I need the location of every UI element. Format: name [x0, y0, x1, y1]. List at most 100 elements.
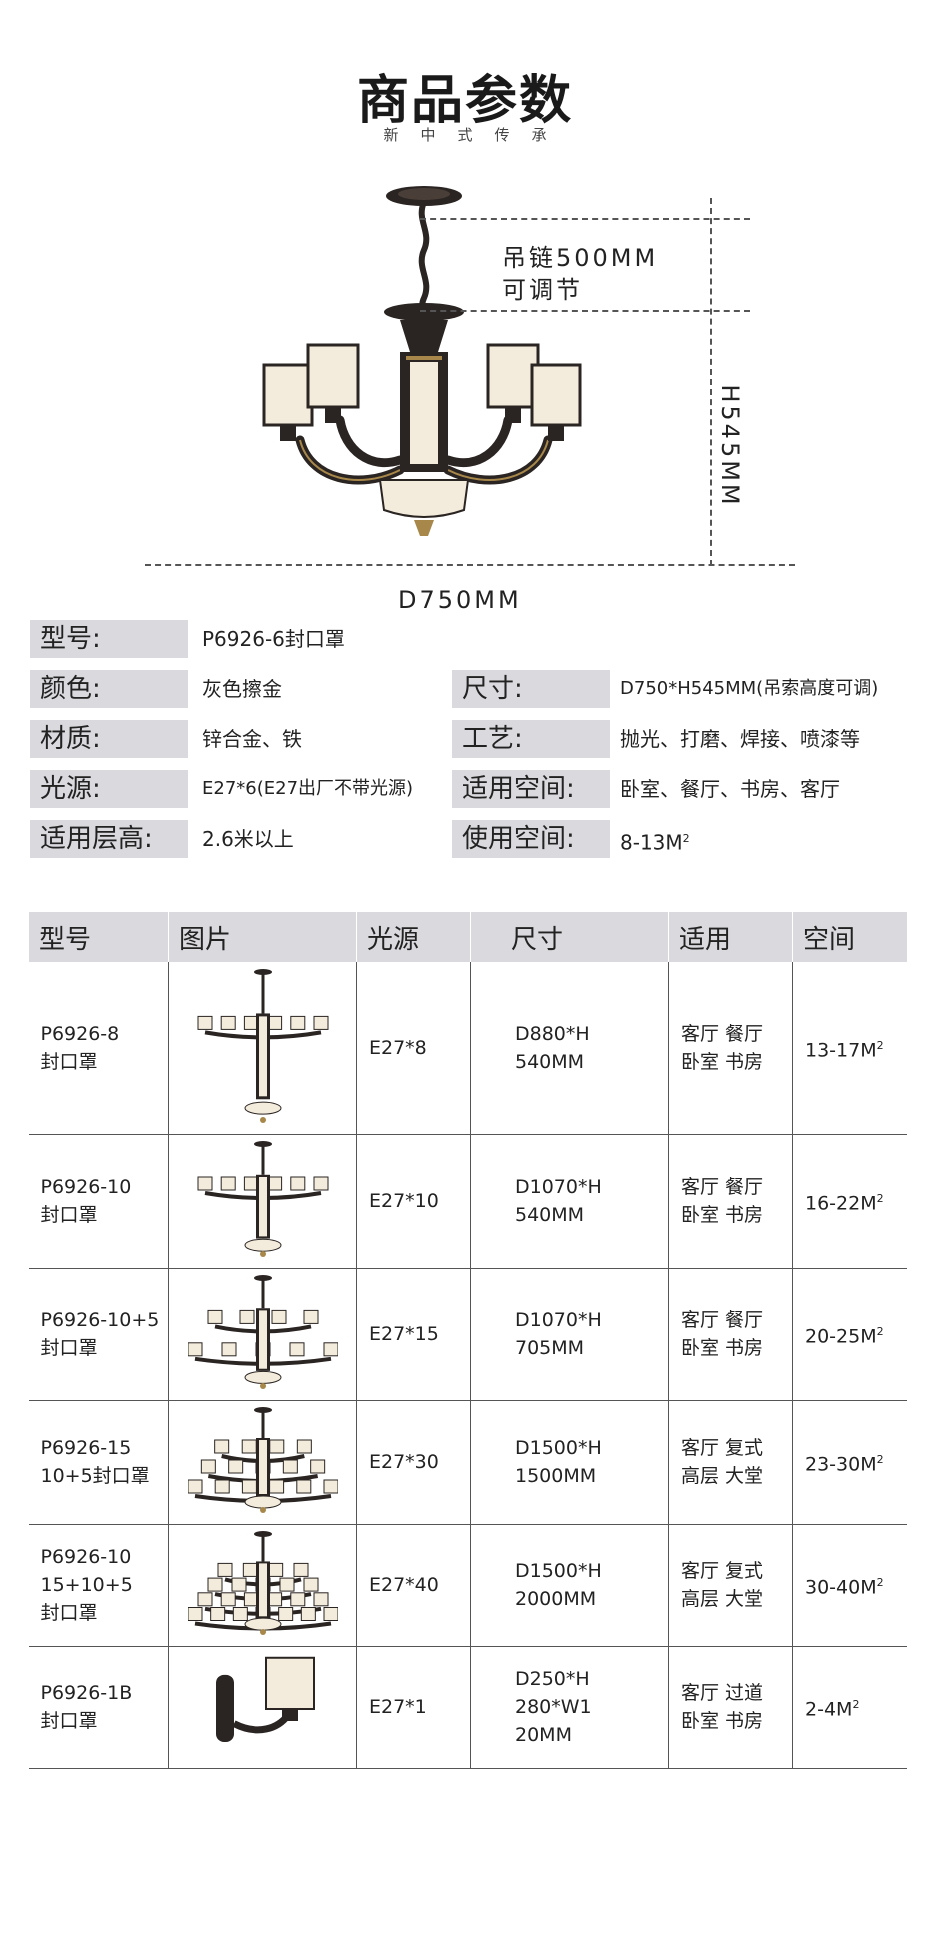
header-use: 适用 — [668, 912, 793, 962]
row-size-line: 705MM — [515, 1337, 585, 1359]
row-use: 客厅 餐厅卧室 书房 — [668, 962, 793, 1135]
row-space-sup: 2 — [876, 1324, 884, 1338]
row-light: E27*1 — [356, 1646, 471, 1769]
row-size-line: 2000MM — [515, 1588, 597, 1610]
row-use-line: 卧室 书房 — [681, 1204, 764, 1226]
row-use: 客厅 复式高层 大堂 — [668, 1524, 793, 1647]
header-model: 型号 — [28, 912, 169, 962]
row-size-line: 280*W1 — [515, 1696, 592, 1718]
header-size: 尺寸 — [470, 912, 669, 962]
spec-light-value: E27*6(E27出厂不带光源) — [202, 778, 414, 799]
row-size-line: 20MM — [515, 1724, 572, 1746]
row-size-line: D880*H — [515, 1022, 590, 1045]
row-size: D880*H 540MM — [470, 962, 669, 1135]
row-use-line: 客厅 餐厅 — [681, 1176, 764, 1198]
spec-size-value: D750*H545MM(吊索高度可调) — [620, 678, 879, 699]
spec-space-value: 卧室、餐厅、书房、客厅 — [620, 777, 840, 801]
row-use-line: 客厅 过道 — [681, 1682, 764, 1704]
spec-area-number: 8-13M — [620, 830, 683, 855]
spec-area-label: 使用空间: — [452, 820, 610, 858]
header-space: 空间 — [792, 912, 907, 962]
chain-label-1: 吊链500MM — [502, 244, 659, 272]
spec-color-label: 颜色: — [30, 670, 188, 708]
row-space-sup: 2 — [876, 1191, 884, 1205]
row-size-line: 540MM — [515, 1204, 585, 1226]
page-title: 商品参数 — [356, 71, 573, 131]
row-image — [168, 1134, 357, 1269]
row-model-line: P6926-10 — [40, 1546, 132, 1568]
row-model-line: P6926-8 — [40, 1022, 120, 1045]
row-use: 客厅 餐厅卧室 书房 — [668, 1134, 793, 1269]
spec-craft-label: 工艺: — [452, 720, 610, 758]
row-use-line: 客厅 复式 — [681, 1560, 764, 1582]
row-use-line: 高层 大堂 — [681, 1588, 764, 1610]
header-image: 图片 — [168, 912, 357, 962]
row-size: D1070*H 705MM — [470, 1268, 669, 1401]
page-subtitle: 新中式传承 — [383, 126, 569, 144]
spec-area-value: 8-13M2 — [620, 820, 690, 858]
row-use: 客厅 复式高层 大堂 — [668, 1400, 793, 1525]
row-size-line: D1070*H — [515, 1309, 602, 1331]
row-space-sup: 2 — [876, 1452, 884, 1466]
row-model: P6926-8 封口罩 — [28, 962, 169, 1135]
spec-model-label: 型号: — [30, 620, 188, 658]
row-model-line: 10+5封口罩 — [40, 1465, 150, 1487]
row-size-line: 540MM — [515, 1050, 585, 1073]
row-image — [168, 1268, 357, 1401]
row-size-line: D1070*H — [515, 1176, 602, 1198]
chain-bottom-line — [420, 310, 750, 312]
row-model-line: 封口罩 — [40, 1204, 98, 1226]
diameter-line — [145, 564, 795, 566]
chain-label-2: 可调节 — [502, 276, 583, 304]
spec-light-label: 光源: — [30, 770, 188, 808]
row-space: 2-4M2 — [792, 1646, 907, 1769]
row-image — [168, 1400, 357, 1525]
row-space-sup: 2 — [876, 1038, 884, 1052]
row-model-line: 封口罩 — [40, 1050, 98, 1073]
row-use-line: 客厅 复式 — [681, 1437, 764, 1459]
row-model-line: 封口罩 — [40, 1710, 98, 1732]
row-use-line: 卧室 书房 — [681, 1050, 764, 1073]
row-size: D1070*H 540MM — [470, 1134, 669, 1269]
main-chandelier-image — [250, 180, 590, 560]
row-size-line: D1500*H — [515, 1437, 602, 1459]
row-light: E27*30 — [356, 1400, 471, 1525]
row-model-line: P6926-10 — [40, 1176, 132, 1198]
row-space: 20-25M2 — [792, 1268, 907, 1401]
row-size: D1500*H 2000MM — [470, 1524, 669, 1647]
row-use-line: 客厅 餐厅 — [681, 1309, 764, 1331]
row-size-line: D1500*H — [515, 1560, 602, 1582]
spec-floor-height-value: 2.6米以上 — [202, 827, 294, 851]
row-use-line: 卧室 书房 — [681, 1710, 764, 1732]
row-image — [168, 1646, 357, 1769]
row-use-line: 客厅 餐厅 — [681, 1022, 764, 1045]
row-use: 客厅 过道卧室 书房 — [668, 1646, 793, 1769]
height-line — [710, 198, 712, 566]
diameter-label: D750MM — [398, 586, 522, 614]
spec-area-sup: 2 — [682, 832, 690, 845]
spec-size-label: 尺寸: — [452, 670, 610, 708]
row-size-line: 1500MM — [515, 1465, 597, 1487]
model-table: 型号 图片 光源 尺寸 适用 空间 P6926-8 封口罩 E27*8 D880*H 5… — [28, 912, 907, 1769]
spec-model-value: P6926-6封口罩 — [202, 627, 345, 651]
row-space: 30-40M2 — [792, 1524, 907, 1647]
row-space: 16-22M2 — [792, 1134, 907, 1269]
table-header-row: 型号 图片 光源 尺寸 适用 空间 — [28, 912, 907, 962]
chain-top-line — [420, 218, 750, 220]
header-light: 光源 — [356, 912, 471, 962]
row-light: E27*8 — [356, 962, 471, 1135]
row-use: 客厅 餐厅卧室 书房 — [668, 1268, 793, 1401]
spec-space-label: 适用空间: — [452, 770, 610, 808]
row-space-sup: 2 — [852, 1697, 860, 1711]
row-model-line: 15+10+5 — [40, 1574, 133, 1596]
row-light: E27*10 — [356, 1134, 471, 1269]
